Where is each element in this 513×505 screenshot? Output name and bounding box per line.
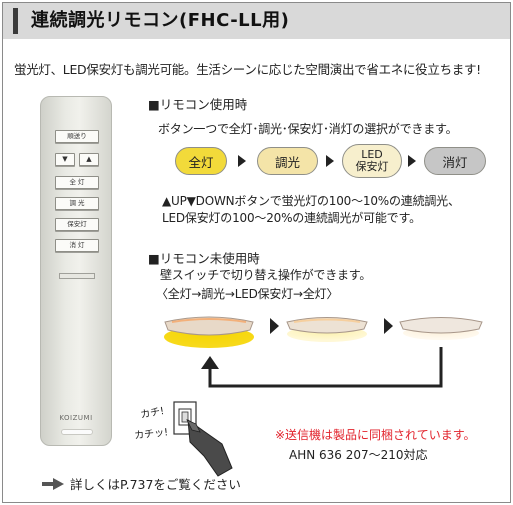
mode-off-pill: 消灯 <box>424 147 486 175</box>
included-note: ※送信機は製品に同梱されています。 <box>275 428 476 442</box>
detail-reference-text: 詳しくはP.737をご覧ください <box>70 477 241 492</box>
remote-button-dim[interactable]: 調 光 <box>55 197 99 210</box>
arrow-right-icon <box>270 318 279 334</box>
light-full-icon <box>164 316 254 348</box>
arrow-right-icon <box>238 155 246 167</box>
mode-dim-label: 調光 <box>274 154 300 170</box>
section-unused-desc: 壁スイッチで切り替え操作ができます。 <box>160 268 372 282</box>
mode-full-label: 全灯 <box>188 154 214 170</box>
loop-arrow <box>208 347 443 388</box>
title-bar: 連続調光リモコン(FHC-LL用) <box>3 3 510 39</box>
remote-button-night-light[interactable]: 保安灯 <box>55 218 99 231</box>
section-use-desc: ボタン一つで全灯･調光･保安灯･消灯の選択ができます。 <box>158 122 458 136</box>
arrow-right-icon <box>42 477 64 490</box>
intro-text: 蛍光灯、LED保安灯も調光可能。生活シーンに応じた空間演出で省エネに役立ちます! <box>14 62 481 77</box>
section-use-note-1: ▲UP▼DOWNボタンで蛍光灯の100〜10%の連続調光、 <box>162 194 460 208</box>
hand-icon <box>186 418 233 477</box>
light-dim-icon <box>286 317 368 342</box>
arrow-up-icon <box>201 356 219 369</box>
remote-button-off[interactable]: 消 灯 <box>55 239 99 252</box>
model-numbers: AHN 636 207〜210対応 <box>289 448 428 462</box>
remote-button-down[interactable]: ▼ <box>55 153 75 166</box>
page-title: 連続調光リモコン(FHC-LL用) <box>31 10 290 31</box>
remote-button-full[interactable]: 全 灯 <box>55 176 99 189</box>
mode-led-pill: LED 保安灯 <box>342 144 402 178</box>
arrow-right-icon <box>384 318 393 334</box>
remote-button-sequential[interactable]: 順送り <box>55 130 99 143</box>
section-unused-sequence: 〈全灯→調光→LED保安灯→全灯〉 <box>156 287 339 301</box>
section-use-heading: ■リモコン使用時 <box>148 97 248 112</box>
mode-off-label: 消灯 <box>442 154 468 170</box>
title-accent-bar <box>13 8 18 34</box>
detail-reference: 詳しくはP.737をご覧ください <box>42 474 241 493</box>
light-led-icon <box>399 317 483 340</box>
remote-control: 順送り ▼ ▲ 全 灯 調 光 保安灯 消 灯 KOIZUMI <box>40 96 112 446</box>
mode-led-label-line1: LED <box>361 148 383 161</box>
mode-full-pill: 全灯 <box>175 147 227 175</box>
remote-button-up[interactable]: ▲ <box>79 153 99 166</box>
remote-brand: KOIZUMI <box>59 414 93 422</box>
section-unused-heading: ■リモコン未使用時 <box>148 251 260 266</box>
mode-led-label-line2: 保安灯 <box>355 160 389 173</box>
arrow-right-icon <box>408 155 416 167</box>
arrow-right-icon <box>326 155 334 167</box>
mode-dim-pill: 調光 <box>257 147 318 175</box>
remote-led-window <box>61 429 93 435</box>
remote-slot <box>59 273 95 279</box>
section-use-note-2: LED保安灯の100〜20%の連続調光が可能です。 <box>162 211 421 225</box>
